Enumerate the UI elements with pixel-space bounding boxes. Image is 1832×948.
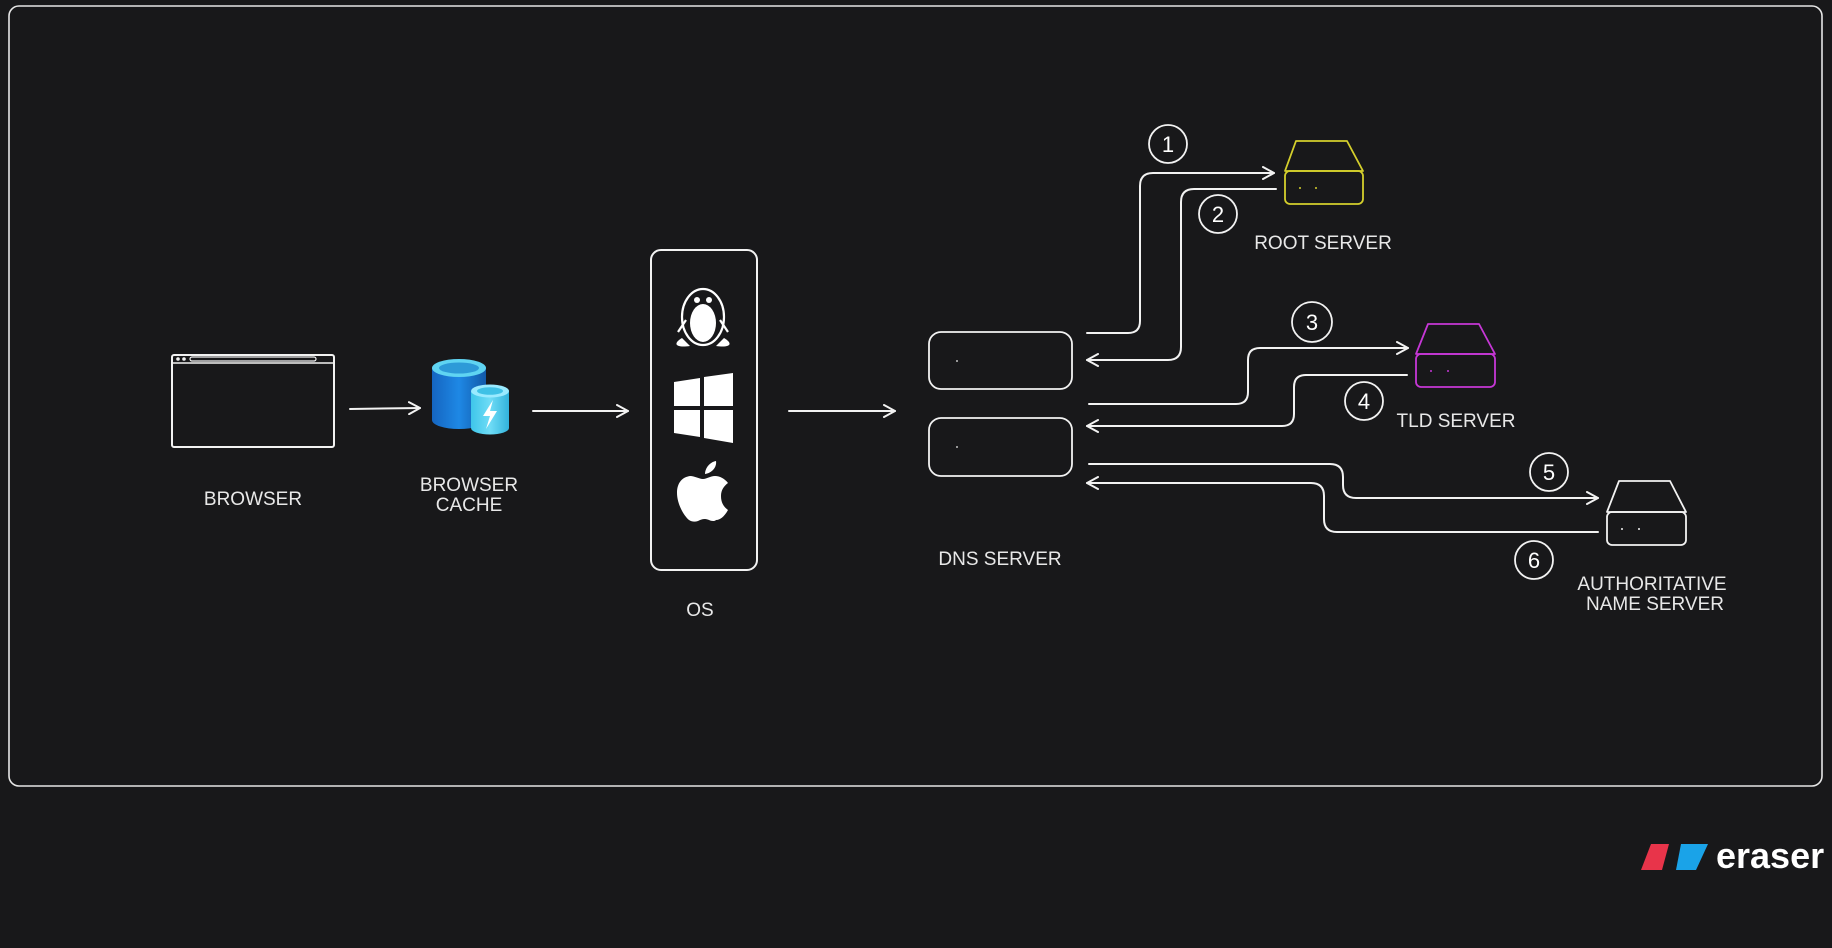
browser-cache-label-line2: CACHE (436, 495, 503, 516)
tld-server-label: TLD SERVER (1397, 411, 1516, 432)
dns-server-box-top (928, 331, 1073, 390)
os-label: OS (686, 600, 713, 621)
step-badge-5: 5 (1529, 452, 1569, 492)
authoritative-server-label-line2: NAME SERVER (1586, 594, 1724, 615)
connector-root-to-dns (1086, 188, 1277, 367)
browser-label: BROWSER (204, 489, 302, 510)
eraser-logo: eraser (1641, 835, 1824, 876)
svg-text:1: 1 (1162, 132, 1174, 157)
browser-window-icon (171, 354, 335, 448)
svg-text:4: 4 (1358, 389, 1370, 414)
step-badge-1: 1 (1148, 124, 1188, 164)
arrow-browser-to-cache (349, 401, 421, 416)
step-badge-2: 2 (1198, 194, 1238, 234)
connector-authoritative-to-dns (1086, 476, 1599, 533)
step-badge-4: 4 (1344, 381, 1384, 421)
dns-server-label: DNS SERVER (938, 549, 1061, 570)
os-container (650, 249, 758, 571)
svg-text:2: 2 (1212, 202, 1224, 227)
connector-dns-to-root (1086, 166, 1275, 334)
authoritative-server-label-line1: AUTHORITATIVE (1577, 574, 1726, 595)
eraser-logo-blue-mark (1676, 844, 1708, 870)
svg-text:6: 6 (1528, 548, 1540, 573)
connector-tld-to-dns (1086, 374, 1408, 433)
authoritative-server-icon (1606, 480, 1687, 546)
diagram-frame (8, 5, 1823, 787)
svg-text:3: 3 (1306, 310, 1318, 335)
eraser-wordmark: eraser (1716, 835, 1824, 876)
windows-icon (674, 373, 733, 443)
tld-server-icon (1415, 323, 1496, 388)
root-server-icon (1284, 140, 1364, 205)
svg-text:5: 5 (1543, 460, 1555, 485)
apple-icon (677, 461, 728, 522)
step-badge-3: 3 (1291, 301, 1333, 343)
step-badge-6: 6 (1514, 540, 1554, 580)
dns-server-box-bottom (928, 417, 1073, 477)
browser-cache-label-line1: BROWSER (420, 475, 518, 496)
database-cache-icon (432, 359, 509, 435)
eraser-logo-red-mark (1641, 844, 1669, 870)
connector-dns-to-tld (1088, 341, 1409, 405)
connector-dns-to-authoritative (1088, 463, 1599, 505)
root-server-label: ROOT SERVER (1254, 233, 1392, 254)
linux-tux-icon (676, 287, 730, 347)
